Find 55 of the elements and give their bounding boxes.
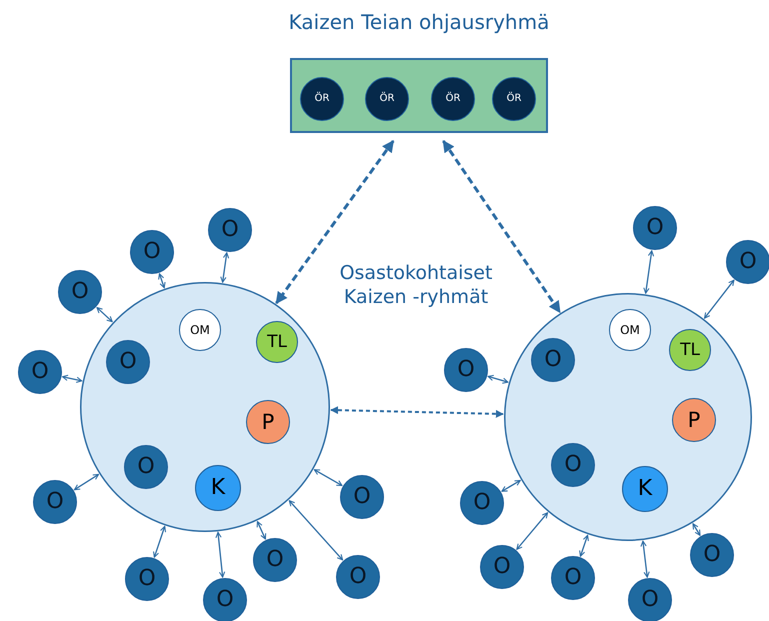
member-circle: ÖR — [300, 77, 344, 121]
double-arrow — [158, 273, 166, 288]
member-circle: O — [18, 350, 62, 394]
member-circle: TL — [256, 321, 298, 363]
double-arrow — [314, 469, 343, 486]
member-circle: O — [690, 533, 734, 577]
double-arrow — [256, 521, 266, 540]
double-arrow — [692, 523, 701, 536]
member-circle: ÖR — [492, 77, 536, 121]
group-label: Osastokohtaiset Kaizen -ryhmät — [338, 262, 494, 310]
member-circle: O — [124, 445, 168, 489]
double-arrow — [704, 280, 734, 319]
double-arrow — [62, 374, 82, 383]
member-circle: O — [125, 557, 169, 601]
member-circle: O — [58, 270, 102, 314]
member-circle: O — [551, 556, 595, 600]
member-circle: O — [551, 443, 595, 487]
member-circle: OM — [179, 309, 221, 351]
dashed-double-arrow — [330, 406, 504, 418]
double-arrow — [288, 500, 344, 560]
member-circle: O — [253, 538, 297, 582]
member-circle: O — [480, 545, 524, 589]
member-circle: K — [195, 465, 241, 511]
double-arrow — [488, 374, 508, 384]
dashed-double-arrow — [442, 140, 562, 314]
member-circle: O — [633, 206, 677, 250]
double-arrow — [516, 512, 548, 550]
double-arrow — [579, 534, 589, 557]
member-circle: TL — [669, 329, 711, 371]
member-circle: O — [106, 340, 150, 384]
member-circle: ÖR — [365, 77, 409, 121]
member-circle: O — [208, 208, 252, 252]
double-arrow — [153, 526, 166, 558]
member-circle: O — [460, 481, 504, 525]
double-arrow — [501, 480, 521, 492]
group-title: Kaizen Teian ohjausryhmä — [288, 10, 550, 34]
double-arrow — [215, 532, 226, 578]
member-circle: O — [444, 348, 488, 392]
double-arrow — [643, 250, 654, 294]
member-circle: P — [672, 398, 716, 442]
member-circle: O — [340, 475, 384, 519]
dashed-double-arrow — [275, 140, 394, 304]
member-circle: P — [246, 400, 290, 444]
member-circle: O — [130, 230, 174, 274]
member-circle: K — [622, 466, 668, 512]
double-arrow — [96, 307, 113, 322]
double-arrow — [220, 252, 230, 283]
double-arrow — [640, 540, 650, 578]
member-circle: OM — [609, 309, 651, 351]
team-circle — [504, 293, 752, 541]
member-circle: ÖR — [431, 77, 475, 121]
double-arrow — [74, 474, 100, 490]
member-circle: O — [531, 338, 575, 382]
member-circle: O — [336, 555, 380, 599]
member-circle: O — [33, 480, 77, 524]
